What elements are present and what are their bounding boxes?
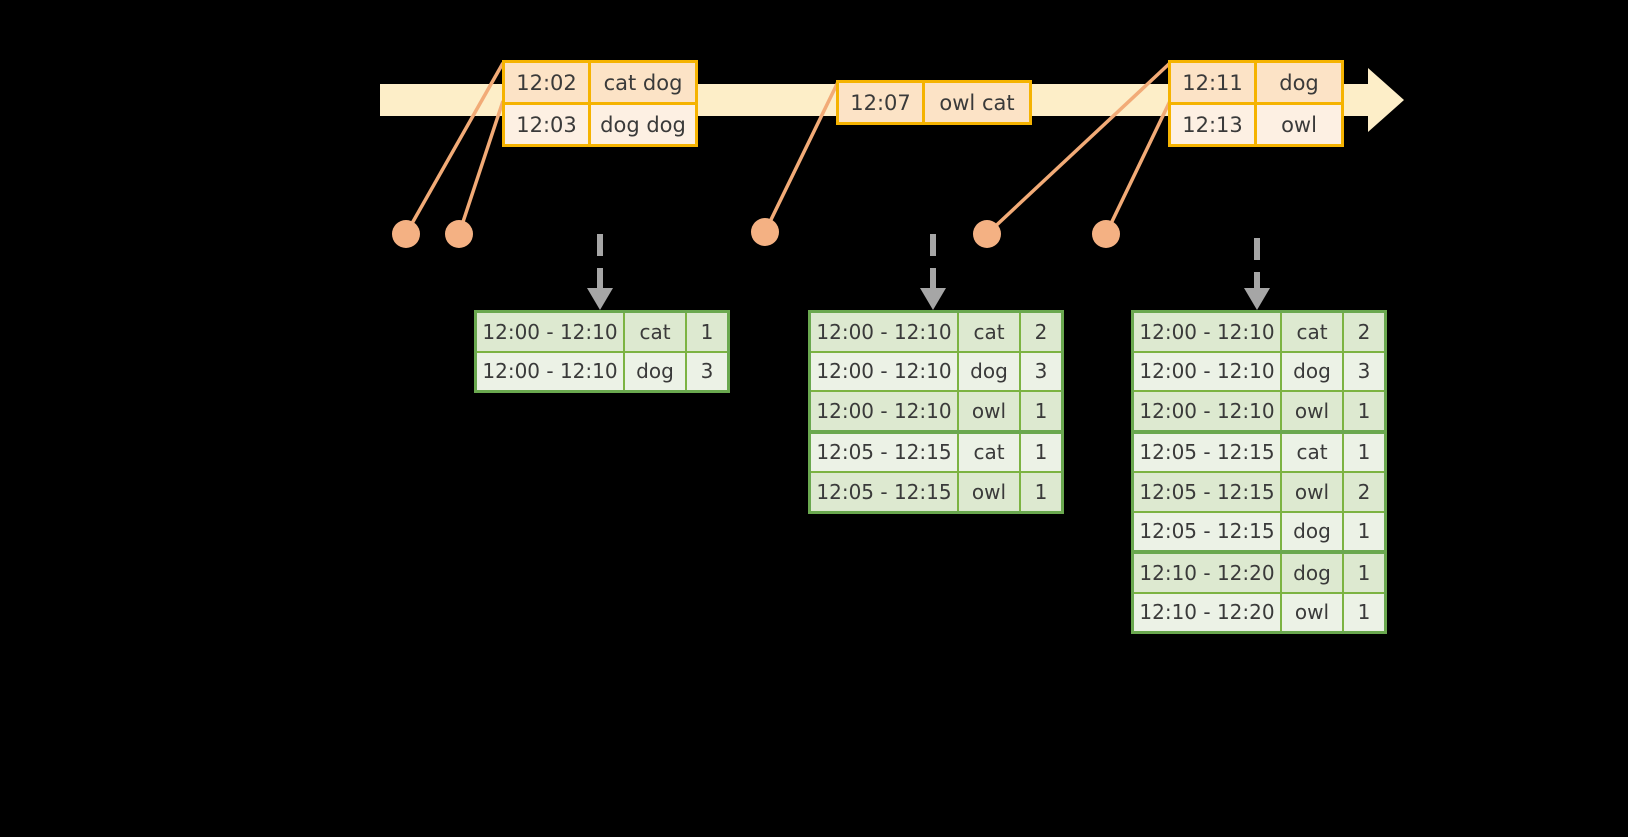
- cell-word: cat: [625, 313, 687, 351]
- cell-count: 3: [687, 352, 727, 390]
- cell-word: dog: [1282, 352, 1344, 390]
- cell-window: 12:00 - 12:10: [811, 352, 959, 390]
- cell-window: 12:00 - 12:10: [811, 313, 959, 351]
- cell-count: 1: [1344, 593, 1384, 631]
- cell-word: owl: [1282, 473, 1344, 511]
- dashed-arrow: [587, 234, 613, 310]
- cell-count: 1: [1344, 392, 1384, 430]
- event-words: dog: [1257, 63, 1341, 102]
- event-row: 12:11 dog: [1171, 63, 1341, 102]
- event-marker-dots: [392, 218, 1120, 248]
- cell-window: 12:10 - 12:20: [1134, 593, 1282, 631]
- cell-count: 1: [1021, 392, 1061, 430]
- cell-count: 3: [1344, 352, 1384, 390]
- cell-word: cat: [1282, 313, 1344, 351]
- cell-word: owl: [959, 473, 1021, 511]
- marker-dot: [1092, 220, 1120, 248]
- cell-word: dog: [625, 352, 687, 390]
- event-words: owl: [1257, 105, 1341, 144]
- cell-count: 1: [1344, 512, 1384, 550]
- cell-window: 12:05 - 12:15: [1134, 512, 1282, 550]
- cell-count: 2: [1344, 313, 1384, 351]
- cell-word: owl: [959, 392, 1021, 430]
- cell-window: 12:10 - 12:20: [1134, 554, 1282, 592]
- dashed-arrow: [920, 234, 946, 310]
- cell-window: 12:00 - 12:10: [1134, 392, 1282, 430]
- cell-count: 3: [1021, 352, 1061, 390]
- event-words: dog dog: [591, 105, 695, 144]
- event-row: 12:07 owl cat: [839, 83, 1029, 122]
- event-group-1: 12:02 cat dog 12:03 dog dog: [502, 60, 698, 147]
- cell-word: dog: [959, 352, 1021, 390]
- cell-count: 1: [687, 313, 727, 351]
- cell-word: cat: [959, 313, 1021, 351]
- cell-window: 12:05 - 12:15: [1134, 433, 1282, 471]
- event-words: owl cat: [925, 83, 1029, 122]
- marker-dot: [445, 220, 473, 248]
- cell-count: 2: [1344, 473, 1384, 511]
- event-time: 12:03: [505, 105, 591, 144]
- cell-window: 12:00 - 12:10: [811, 392, 959, 430]
- cell-window: 12:05 - 12:15: [811, 433, 959, 471]
- cell-count: 1: [1021, 473, 1061, 511]
- event-row: 12:03 dog dog: [505, 102, 695, 144]
- cell-count: 2: [1021, 313, 1061, 351]
- cell-word: cat: [1282, 433, 1344, 471]
- event-row: 12:02 cat dog: [505, 63, 695, 102]
- cell-window: 12:05 - 12:15: [811, 473, 959, 511]
- event-words: cat dog: [591, 63, 695, 102]
- cell-count: 1: [1021, 433, 1061, 471]
- event-time: 12:11: [1171, 63, 1257, 102]
- cell-word: dog: [1282, 512, 1344, 550]
- cell-window: 12:00 - 12:10: [1134, 352, 1282, 390]
- event-time: 12:13: [1171, 105, 1257, 144]
- marker-dot: [751, 218, 779, 246]
- event-time: 12:02: [505, 63, 591, 102]
- cell-count: 1: [1344, 554, 1384, 592]
- cell-word: cat: [959, 433, 1021, 471]
- cell-count: 1: [1344, 433, 1384, 471]
- dashed-down-arrows: [587, 234, 1270, 310]
- cell-word: dog: [1282, 554, 1344, 592]
- event-group-2: 12:07 owl cat: [836, 80, 1032, 125]
- marker-dot: [973, 220, 1001, 248]
- cell-word: owl: [1282, 593, 1344, 631]
- event-group-3: 12:11 dog 12:13 owl: [1168, 60, 1344, 147]
- cell-window: 12:00 - 12:10: [1134, 313, 1282, 351]
- event-row: 12:13 owl: [1171, 102, 1341, 144]
- event-time: 12:07: [839, 83, 925, 122]
- cell-window: 12:00 - 12:10: [477, 352, 625, 390]
- marker-dot: [392, 220, 420, 248]
- dashed-arrow: [1244, 238, 1270, 310]
- cell-word: owl: [1282, 392, 1344, 430]
- cell-window: 12:05 - 12:15: [1134, 473, 1282, 511]
- cell-window: 12:00 - 12:10: [477, 313, 625, 351]
